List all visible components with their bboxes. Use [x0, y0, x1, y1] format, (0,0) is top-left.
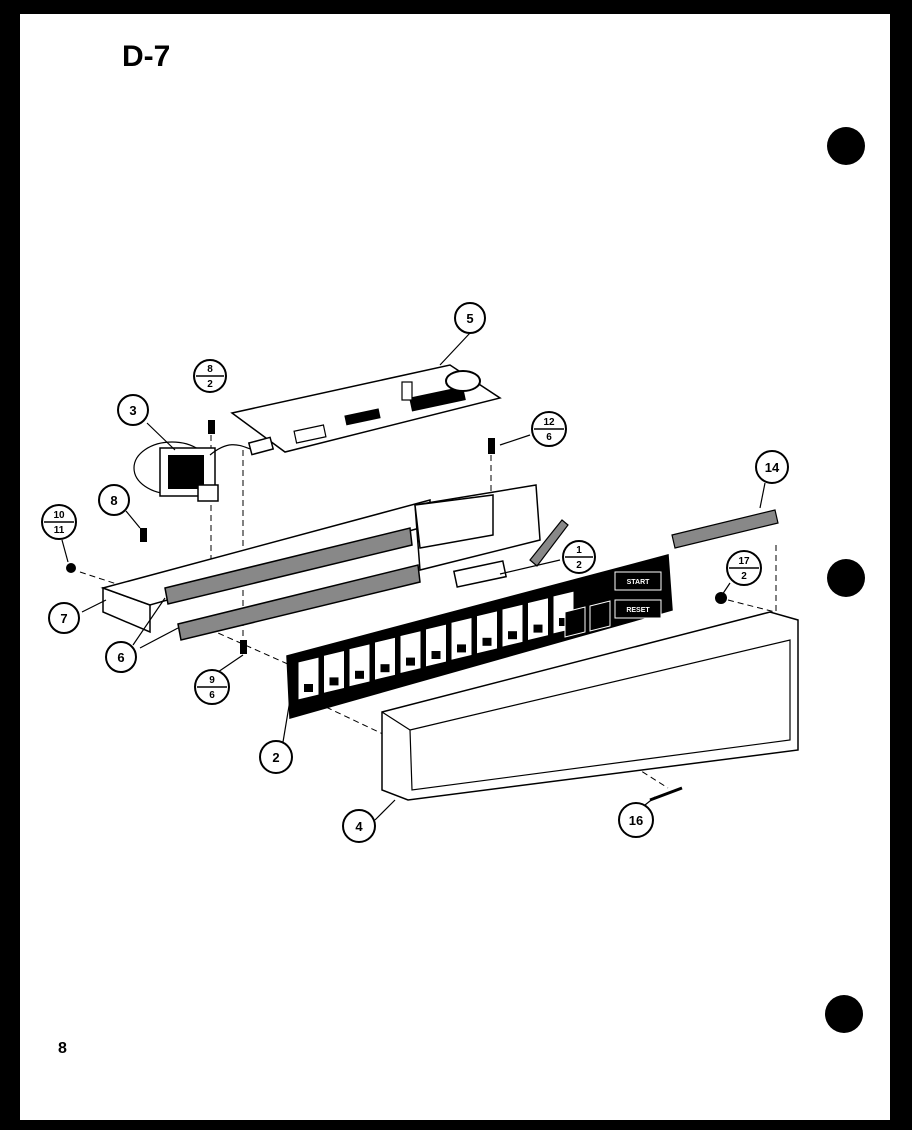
keypad-key-mark: [431, 651, 441, 659]
reset-key-label: RESET: [626, 607, 650, 614]
keypad-key-mark: [304, 684, 313, 692]
keypad-key-mark: [559, 618, 568, 626]
callout-16: 16: [618, 802, 654, 838]
svg-text:8: 8: [207, 364, 213, 375]
callout-10-over-11: 10 11: [41, 504, 77, 540]
callout-5: 5: [454, 302, 486, 334]
binder-hole-top: [827, 127, 865, 165]
pcb-board-part-5: [230, 364, 502, 453]
callout-9-over-6: 9 6: [194, 669, 230, 705]
keypad-key-mark: [380, 664, 390, 673]
keypad-key: [527, 596, 549, 642]
keypad-key: [476, 610, 498, 655]
keypad-key: [323, 649, 345, 695]
callout-2: 2: [259, 740, 293, 774]
callouts: 5 3 8 2 8 10 11 7 6: [41, 302, 789, 843]
screw-9-6: [240, 640, 247, 654]
callout-4: 4: [342, 809, 376, 843]
keypad-key-mark: [457, 644, 466, 653]
svg-text:6: 6: [117, 650, 124, 665]
svg-text:10: 10: [53, 510, 65, 521]
callout-12-over-6: 12 6: [531, 411, 567, 447]
binder-hole-middle: [827, 559, 865, 597]
leader-lines: [61, 332, 766, 821]
callout-17-over-2: 17 2: [726, 550, 762, 586]
screws: [66, 420, 727, 802]
screw-8: [140, 528, 147, 542]
keypad-key: [348, 643, 371, 688]
reset-key: [614, 599, 662, 619]
start-key-label: START: [627, 579, 651, 586]
front-frame-part-4: [381, 611, 799, 801]
keypad-key: [450, 616, 473, 662]
screw-12-6: [488, 438, 495, 454]
keypad-key: [374, 636, 396, 681]
svg-text:6: 6: [546, 432, 552, 443]
keypad-key: [501, 603, 524, 648]
svg-text:7: 7: [60, 611, 67, 626]
callout-8-over-2: 8 2: [193, 359, 227, 393]
svg-text:6: 6: [209, 690, 215, 701]
membrane-keypad-part-2: START RESET: [286, 554, 673, 719]
keypad-keys: [297, 590, 611, 701]
display-pcb-part-6: [164, 519, 569, 641]
nut-17-2: [715, 592, 727, 604]
keypad-function-key: [564, 606, 586, 638]
svg-text:8: 8: [110, 493, 117, 508]
callout-8: 8: [98, 484, 130, 516]
svg-text:9: 9: [209, 675, 215, 686]
callout-6: 6: [105, 641, 137, 673]
svg-text:16: 16: [629, 813, 643, 828]
chassis-bracket-part-7: [100, 484, 541, 634]
svg-text:5: 5: [466, 311, 473, 326]
page-number: 8: [58, 1040, 67, 1057]
screw-8-2: [208, 420, 215, 434]
svg-text:1: 1: [576, 545, 582, 556]
callout-1-over-2: 1 2: [562, 540, 596, 574]
svg-text:4: 4: [355, 819, 363, 834]
screw-10-11: [66, 563, 76, 573]
keypad-key-mark: [406, 657, 415, 666]
svg-text:2: 2: [272, 750, 279, 765]
svg-text:12: 12: [543, 417, 555, 428]
keypad-key-mark: [329, 677, 339, 686]
keypad-key-mark: [533, 624, 543, 633]
keypad-key: [425, 623, 447, 668]
svg-text:17: 17: [738, 556, 750, 567]
callout-7: 7: [48, 602, 80, 634]
keypad-key: [297, 656, 320, 701]
callout-14: 14: [755, 450, 789, 484]
trim-strip-part-14: [671, 509, 779, 549]
keypad-function-key: [589, 600, 611, 632]
binder-hole-bottom: [825, 995, 863, 1033]
transformer-part-3: [133, 436, 275, 502]
svg-text:3: 3: [129, 403, 136, 418]
svg-text:14: 14: [765, 460, 780, 475]
svg-text:2: 2: [741, 571, 747, 582]
svg-text:2: 2: [207, 379, 213, 390]
svg-text:11: 11: [54, 525, 65, 536]
callout-3: 3: [117, 394, 149, 426]
diagram-title: D-7: [122, 40, 171, 73]
keypad-key: [399, 629, 422, 675]
svg-text:2: 2: [576, 560, 582, 571]
start-key: [614, 571, 662, 591]
keypad-key-mark: [482, 637, 492, 646]
keypad-key-mark: [355, 670, 364, 679]
keypad-key-mark: [508, 631, 517, 640]
screw-16: [649, 786, 683, 802]
